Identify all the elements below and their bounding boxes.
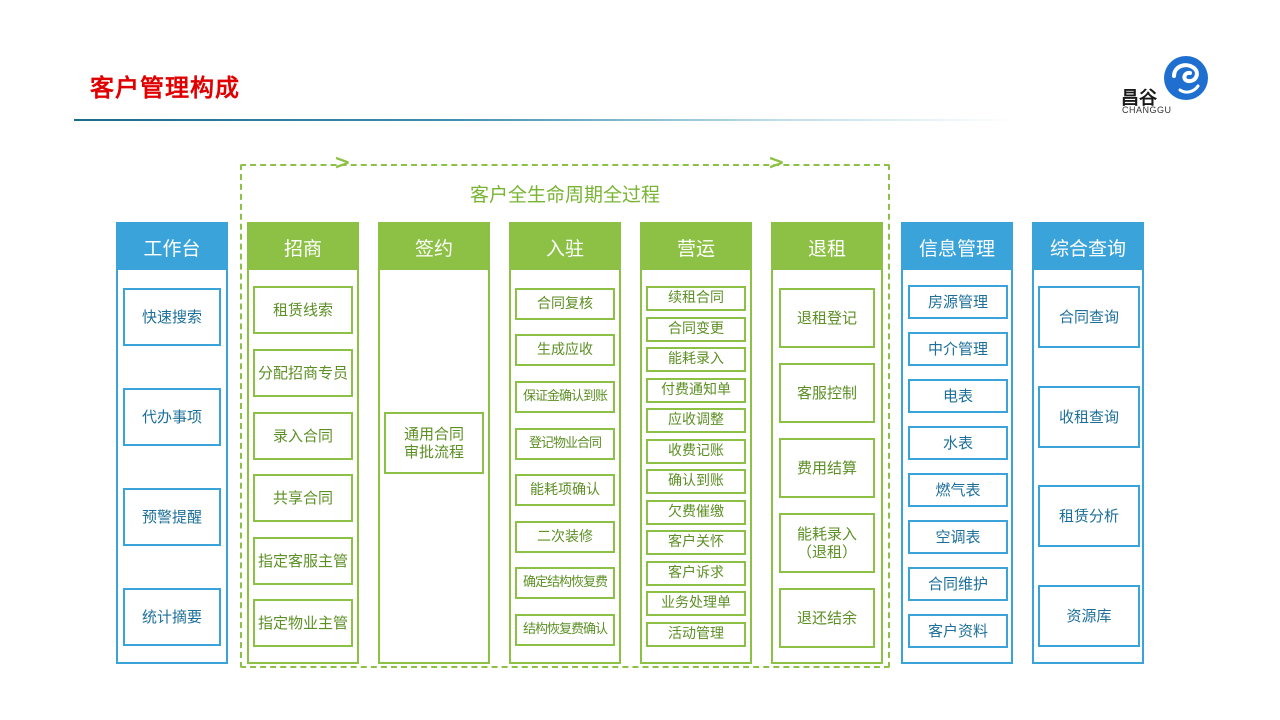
column-header: 综合查询	[1034, 224, 1142, 270]
column-header: 信息管理	[903, 224, 1011, 270]
arrow-right-icon: >	[768, 150, 785, 174]
item-energy-confirm[interactable]: 能耗项确认	[515, 474, 615, 506]
column-leasing: 招商 租赁线索 分配招商专员 录入合同 共享合同 指定客服主管 指定物业主管	[247, 222, 359, 664]
item-assign-agent[interactable]: 分配招商专员	[253, 349, 353, 397]
item-generate-receivable[interactable]: 生成应收	[515, 334, 615, 366]
lifecycle-label: 客户全生命周期全过程	[469, 184, 660, 206]
item-arrears-collection[interactable]: 欠费催缴	[646, 500, 746, 525]
item-moveout-energy-entry[interactable]: 能耗录入（退租）	[779, 513, 875, 573]
item-stats-summary[interactable]: 统计摘要	[123, 588, 221, 646]
column-header: 营运	[642, 224, 750, 270]
item-gas-meter[interactable]: 燃气表	[908, 473, 1008, 507]
arrow-right-icon: >	[334, 150, 351, 174]
item-rent-query[interactable]: 收租查询	[1038, 386, 1140, 448]
item-renewal[interactable]: 续租合同	[646, 286, 746, 311]
item-todo[interactable]: 代办事项	[123, 388, 221, 446]
title-divider	[74, 119, 1019, 121]
changgu-logo-icon	[1164, 56, 1208, 100]
item-ac-meter[interactable]: 空调表	[908, 520, 1008, 554]
item-electric-meter[interactable]: 电表	[908, 379, 1008, 413]
item-quick-search[interactable]: 快速搜索	[123, 288, 221, 346]
item-agency-management[interactable]: 中介管理	[908, 332, 1008, 366]
item-contract-change[interactable]: 合同变更	[646, 317, 746, 342]
item-contract-review[interactable]: 合同复核	[515, 288, 615, 320]
logo-text: 昌谷	[1121, 88, 1157, 109]
item-restoration-fee[interactable]: 确定结构恢复费	[515, 567, 615, 599]
column-header: 签约	[380, 224, 488, 270]
item-fee-settlement[interactable]: 费用结算	[779, 438, 875, 498]
item-confirm-arrival[interactable]: 确认到账	[646, 469, 746, 494]
item-property-management[interactable]: 房源管理	[908, 285, 1008, 319]
item-customer-profile[interactable]: 客户资料	[908, 614, 1008, 648]
item-register-property-contract[interactable]: 登记物业合同	[515, 428, 615, 460]
column-general-query: 综合查询 合同查询 收租查询 租赁分析 资源库	[1032, 222, 1144, 664]
column-operations: 营运 续租合同 合同变更 能耗录入 付费通知单 应收调整 收费记账 确认到账 欠…	[640, 222, 752, 664]
column-signing: 签约 通用合同审批流程	[378, 222, 490, 664]
item-moveout-register[interactable]: 退租登记	[779, 288, 875, 348]
column-header: 入驻	[511, 224, 619, 270]
logo-subtext: CHANGGU	[1122, 105, 1172, 115]
item-payment-notice[interactable]: 付费通知单	[646, 378, 746, 403]
item-water-meter[interactable]: 水表	[908, 426, 1008, 460]
item-deposit-confirm[interactable]: 保证金确认到账	[515, 381, 615, 413]
column-workbench: 工作台 快速搜索 代办事项 预警提醒 统计摘要	[116, 222, 228, 664]
item-energy-entry[interactable]: 能耗录入	[646, 347, 746, 372]
column-info-management: 信息管理 房源管理 中介管理 电表 水表 燃气表 空调表 合同维护 客户资料	[901, 222, 1013, 664]
item-alerts[interactable]: 预警提醒	[123, 488, 221, 546]
item-assign-property-lead[interactable]: 指定物业主管	[253, 599, 353, 647]
item-lease-analysis[interactable]: 租赁分析	[1038, 485, 1140, 547]
item-contract-query[interactable]: 合同查询	[1038, 286, 1140, 348]
item-receivable-adjust[interactable]: 应收调整	[646, 408, 746, 433]
item-event-management[interactable]: 活动管理	[646, 622, 746, 647]
column-header: 招商	[249, 224, 357, 270]
item-assign-service-lead[interactable]: 指定客服主管	[253, 537, 353, 585]
column-header: 退租	[773, 224, 881, 270]
item-resource-library[interactable]: 资源库	[1038, 585, 1140, 647]
column-move-in: 入驻 合同复核 生成应收 保证金确认到账 登记物业合同 能耗项确认 二次装修 确…	[509, 222, 621, 664]
item-customer-care[interactable]: 客户关怀	[646, 530, 746, 555]
item-charge-bookkeeping[interactable]: 收费记账	[646, 439, 746, 464]
item-enter-contract[interactable]: 录入合同	[253, 412, 353, 460]
page-title: 客户管理构成	[90, 74, 240, 102]
item-business-order[interactable]: 业务处理单	[646, 591, 746, 616]
column-move-out: 退租 退租登记 客服控制 费用结算 能耗录入（退租） 退还结余	[771, 222, 883, 664]
item-lease-leads[interactable]: 租赁线索	[253, 286, 353, 334]
item-renovation[interactable]: 二次装修	[515, 521, 615, 553]
column-header: 工作台	[118, 224, 226, 270]
item-restoration-fee-confirm[interactable]: 结构恢复费确认	[515, 614, 615, 646]
lifecycle-frame	[240, 164, 890, 668]
item-customer-request[interactable]: 客户诉求	[646, 561, 746, 586]
item-refund-balance[interactable]: 退还结余	[779, 588, 875, 648]
item-contract-approval[interactable]: 通用合同审批流程	[384, 412, 484, 474]
item-service-control[interactable]: 客服控制	[779, 363, 875, 423]
item-share-contract[interactable]: 共享合同	[253, 474, 353, 522]
item-contract-maintenance[interactable]: 合同维护	[908, 567, 1008, 601]
